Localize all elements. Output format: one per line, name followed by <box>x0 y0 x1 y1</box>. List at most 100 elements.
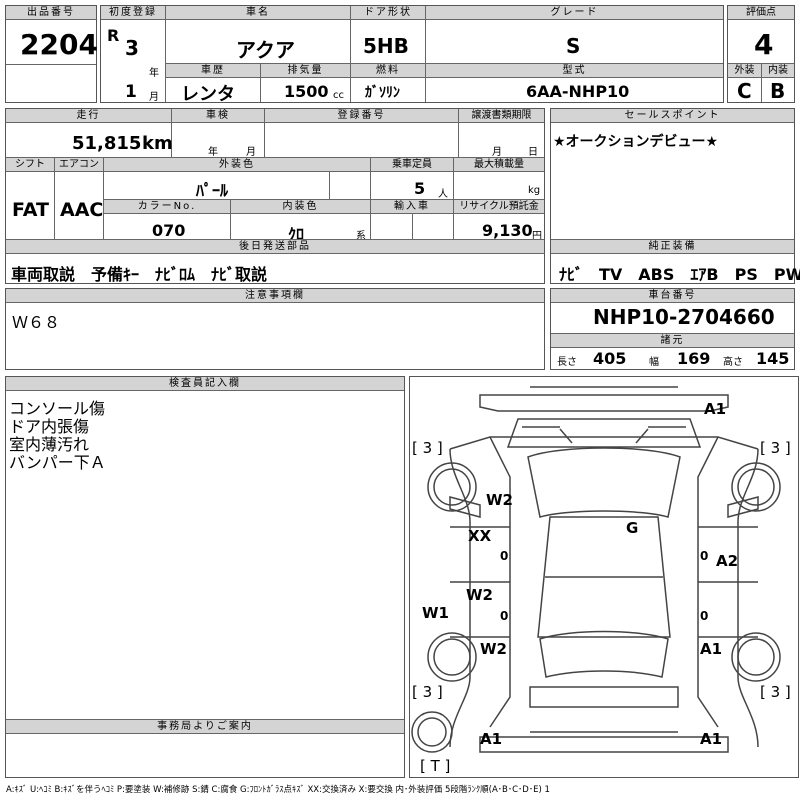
mark-zero-4: 0 <box>700 609 709 623</box>
mileage-unit: km <box>142 133 173 154</box>
interior-color-label: 内装色 <box>231 200 370 214</box>
mileage-label: 走行 <box>6 109 171 123</box>
grade-value: S <box>566 34 581 58</box>
width-label: 幅 <box>649 357 659 368</box>
mark-front-a1: A1 <box>704 400 727 418</box>
tire-bracket-br: [ 3 ] <box>760 683 791 701</box>
displacement-label: 排気量 <box>261 64 350 78</box>
import-label: 輸入車 <box>371 200 453 214</box>
month-unit: 月 <box>149 92 159 103</box>
chassis-box: 車台番号 NHP10-2704660 諸元 長さ 405 幅 169 高さ 14… <box>550 288 795 370</box>
color-no-value: 070 <box>152 221 186 240</box>
car-outline <box>411 386 781 753</box>
exterior-score-value: C <box>737 79 752 103</box>
sales-point-label: セールスポイント <box>551 109 794 123</box>
model-value: 6AA-NHP10 <box>526 82 630 101</box>
mark-left-w1: W1 <box>422 604 449 622</box>
displacement-unit: cc <box>333 90 344 101</box>
mark-right-a1: A1 <box>700 640 723 658</box>
inspector-label: 検査員記入欄 <box>6 377 404 391</box>
sales-point-box: セールスポイント ★オークションデビュー★ 純正装備 ﾅﾋﾞ TV ABS ｴｱ… <box>550 108 800 284</box>
door-value: 5HB <box>363 34 409 58</box>
interior-color-unit: 系 <box>356 231 366 242</box>
main-info-box: 初度登録 車名 ドア形状 グレード R 3 年 アクア 5HB S 車歴 排気量… <box>100 5 724 105</box>
notes-label: 注意事項欄 <box>6 289 544 303</box>
inspector-box: 検査員記入欄 コンソール傷 ドア内張傷 室内薄汚れ バンパー下Ａ 事務局よりご案… <box>5 376 405 778</box>
width-value: 169 <box>677 349 711 368</box>
mark-left-w2-low: W2 <box>480 640 507 658</box>
office-label: 事務局よりご案内 <box>6 720 404 734</box>
lot-label: 出品番号 <box>6 6 96 20</box>
inspector-line-3: 室内薄汚れ <box>9 435 90 454</box>
aircon-label: エアコン <box>55 158 103 172</box>
mark-top-left-w2: W2 <box>486 491 513 509</box>
max-load-unit: kg <box>528 185 541 196</box>
registration-year: 3 <box>125 36 139 60</box>
height-value: 145 <box>756 349 790 368</box>
fuel-label: 燃料 <box>351 64 425 78</box>
car-name-label: 車名 <box>166 6 350 20</box>
interior-score-value: B <box>770 79 786 103</box>
mark-rear-a1-right: A1 <box>700 730 723 748</box>
mark-right-a2: A2 <box>716 552 739 570</box>
transfer-month-unit: 月 <box>492 147 502 158</box>
legend: A:ｷｽﾞ U:ﾍｺﾐ B:ｷｽﾞを伴うﾍｺﾐ P:要塗装 W:補修跡 S:錆 … <box>6 785 550 795</box>
spare-tire-bracket: [ T ] <box>420 757 451 775</box>
chassis-value: NHP10-2704660 <box>593 305 775 329</box>
equipment-value: ﾅﾋﾞ TV ABS ｴｱB PS PW <box>559 265 800 284</box>
max-load-label: 最大積載量 <box>454 158 544 172</box>
history-label: 車歴 <box>166 64 260 78</box>
capacity-unit: 人 <box>438 189 448 200</box>
tire-bracket-tl: [ 3 ] <box>412 439 443 457</box>
grade-label: グレード <box>426 6 723 20</box>
later-parts-label: 後日発送部品 <box>6 240 544 254</box>
sales-point-value: ★オークションデビュー★ <box>553 134 719 150</box>
model-label: 型式 <box>426 64 723 78</box>
fuel-value: ｶﾞｿﾘﾝ <box>365 85 400 101</box>
inspection-label: 車検 <box>172 109 264 123</box>
tire-bracket-bl: [ 3 ] <box>412 683 443 701</box>
exterior-color-value: ﾊﾟｰﾙ <box>196 181 229 200</box>
exterior-color-label: 外装色 <box>104 158 370 172</box>
length-label: 長さ <box>557 357 577 368</box>
chassis-label: 車台番号 <box>551 289 794 303</box>
mark-zero-1: 0 <box>500 549 509 563</box>
car-name-value: アクア <box>236 38 295 62</box>
length-value: 405 <box>593 349 627 368</box>
history-value: レンタ <box>181 84 235 105</box>
transfer-doc-label: 譲渡書類期限 <box>459 109 544 123</box>
inspection-year-unit: 年 <box>208 147 218 158</box>
dimensions-label: 諸元 <box>551 334 794 348</box>
later-parts-value: 車両取説 予備ｷｰ ﾅﾋﾞﾛﾑ ﾅﾋﾞ取説 <box>11 265 268 284</box>
height-label: 高さ <box>723 357 743 368</box>
registration-label: 初度登録 <box>101 6 165 20</box>
reg-number-label: 登録番号 <box>265 109 458 123</box>
mark-left-w2-mid: W2 <box>466 586 493 604</box>
lot-number: 2204 <box>20 28 98 61</box>
inspector-line-1: コンソール傷 <box>9 399 106 418</box>
inspection-month-unit: 月 <box>246 147 256 158</box>
mark-rear-a1-left: A1 <box>480 730 503 748</box>
registration-month: 1 <box>125 82 137 102</box>
notes-value: Ｗ６８ <box>12 313 61 332</box>
mark-zero-2: 0 <box>500 609 509 623</box>
recycle-value: 9,130 <box>482 221 533 240</box>
tire-bracket-tr: [ 3 ] <box>760 439 791 457</box>
inspector-line-2: ドア内張傷 <box>9 417 90 436</box>
lot-box: 出品番号 2204 <box>5 5 98 103</box>
mark-left-xx: XX <box>468 527 492 545</box>
mark-glass-g: G <box>626 519 639 537</box>
mileage-value: 51,815 <box>72 133 142 154</box>
color-no-label: カラーNo. <box>104 200 230 214</box>
capacity-label: 乗車定員 <box>371 158 453 172</box>
door-label: ドア形状 <box>351 6 425 20</box>
capacity-value: 5 <box>414 179 426 198</box>
detail-box: 走行 車検 登録番号 譲渡書類期限 51,815 km 年 月 月 日 シフト … <box>5 108 545 284</box>
mark-zero-3: 0 <box>700 549 709 563</box>
recycle-unit: 円 <box>532 231 542 242</box>
score-box: 評価点 4 外装 内装 C B <box>727 5 795 103</box>
transfer-day-unit: 日 <box>528 147 538 158</box>
shift-label: シフト <box>6 158 54 172</box>
inspector-line-4: バンパー下Ａ <box>9 453 106 472</box>
recycle-label: リサイクル預託金 <box>454 200 544 214</box>
